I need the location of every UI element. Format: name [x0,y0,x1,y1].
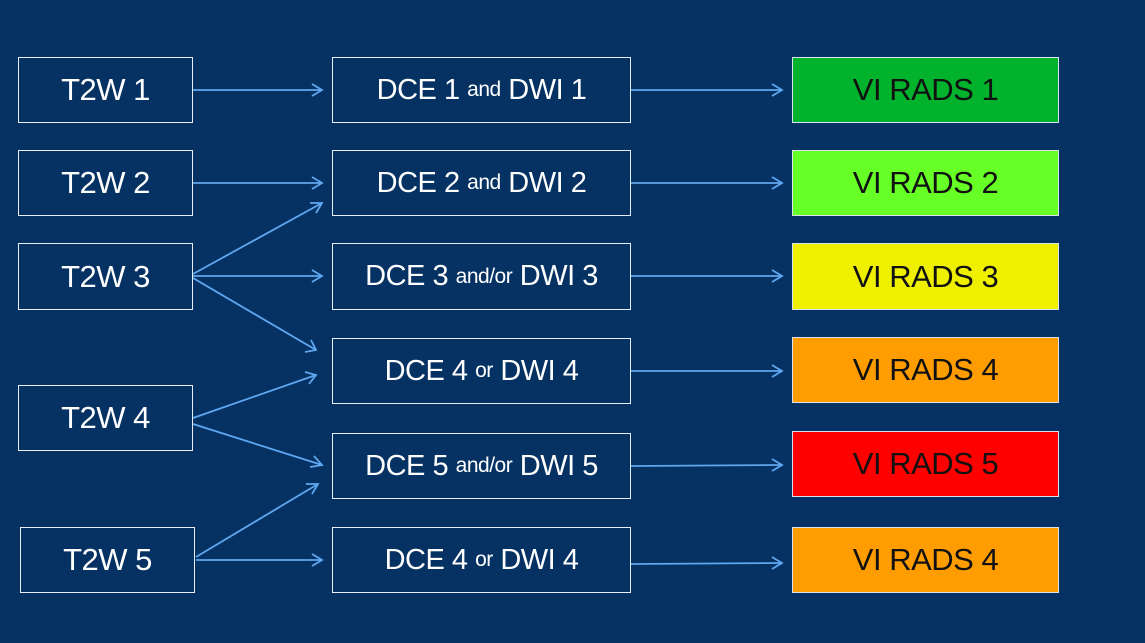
dce-connector: and [467,78,501,101]
dce-box-4: DCE 4 or DWI 4 [332,338,631,404]
arrow-dce5-vi5 [630,458,784,472]
t2w-label: T2W 1 [61,72,150,107]
dce-part1: DCE 5 [365,449,449,482]
vi-rads-box-5: VI RADS 5 [792,431,1059,497]
dce-connector: and [467,171,501,194]
dce-box-1: DCE 1 and DWI 1 [332,57,631,123]
arrow-t2w2-dce2 [193,176,324,190]
dce-box-2: DCE 2 and DWI 2 [332,150,631,216]
arrow-dce3-vi3 [631,269,784,283]
dce-part2: DWI 3 [519,260,599,292]
vi-rads-label: VI RADS 1 [852,72,999,107]
dce-part2: DWI 5 [519,449,599,482]
vi-rads-box-3: VI RADS 3 [792,243,1059,310]
dce-part2: DWI 1 [508,73,587,106]
dce-connector: or [475,548,493,571]
t2w-box-5: T2W 5 [20,527,195,593]
dce-part2: DWI 2 [508,166,587,199]
t2w-label: T2W 3 [61,258,150,294]
vi-rads-box-1: VI RADS 1 [792,57,1059,123]
dce-part1: DCE 2 [376,166,460,199]
arrow-t2w3-dce4 [192,277,318,353]
dce-box-6: DCE 4 or DWI 4 [332,527,631,593]
dce-connector: or [475,359,493,382]
vi-rads-label: VI RADS 4 [852,352,999,387]
arrow-t2w5-dce5 [195,483,320,558]
arrow-dce2-vi2 [631,176,784,190]
vi-rads-box-4: VI RADS 4 [792,337,1059,403]
dce-connector: and/or [455,454,513,477]
dce-part2: DWI 4 [500,543,579,576]
t2w-label: T2W 2 [61,165,150,200]
vi-rads-box-6: VI RADS 4 [792,527,1059,593]
t2w-box-4: T2W 4 [18,385,193,451]
t2w-box-3: T2W 3 [18,243,193,310]
vi-rads-label: VI RADS 5 [852,446,999,481]
arrow-t2w1-dce1 [193,83,324,97]
arrow-t2w4-dce4 [192,371,318,419]
dce-part1: DCE 3 [365,260,449,292]
arrow-t2w3-dce2 [192,202,324,275]
t2w-box-1: T2W 1 [18,57,193,123]
vi-rads-label: VI RADS 4 [852,542,999,577]
dce-box-3: DCE 3 and/or DWI 3 [332,243,631,310]
dce-part1: DCE 4 [384,354,468,387]
arrow-dce1-vi1 [631,83,784,97]
dce-part1: DCE 4 [384,543,468,576]
vi-rads-label: VI RADS 2 [852,165,999,200]
arrow-t2w4-dce5 [192,423,324,468]
vi-rads-label: VI RADS 3 [852,258,999,294]
arrow-dce6-vi6 [630,556,784,570]
arrow-dce4-vi4 [631,364,784,378]
dce-connector: and/or [455,264,513,288]
arrow-t2w5-dce6 [196,553,324,567]
t2w-label: T2W 5 [63,542,152,577]
t2w-label: T2W 4 [61,400,150,435]
t2w-box-2: T2W 2 [18,150,193,216]
dce-box-5: DCE 5 and/or DWI 5 [332,433,631,499]
vi-rads-box-2: VI RADS 2 [792,150,1059,216]
dce-part1: DCE 1 [376,73,460,106]
dce-part2: DWI 4 [500,354,579,387]
arrow-t2w3-dce3 [193,269,324,283]
